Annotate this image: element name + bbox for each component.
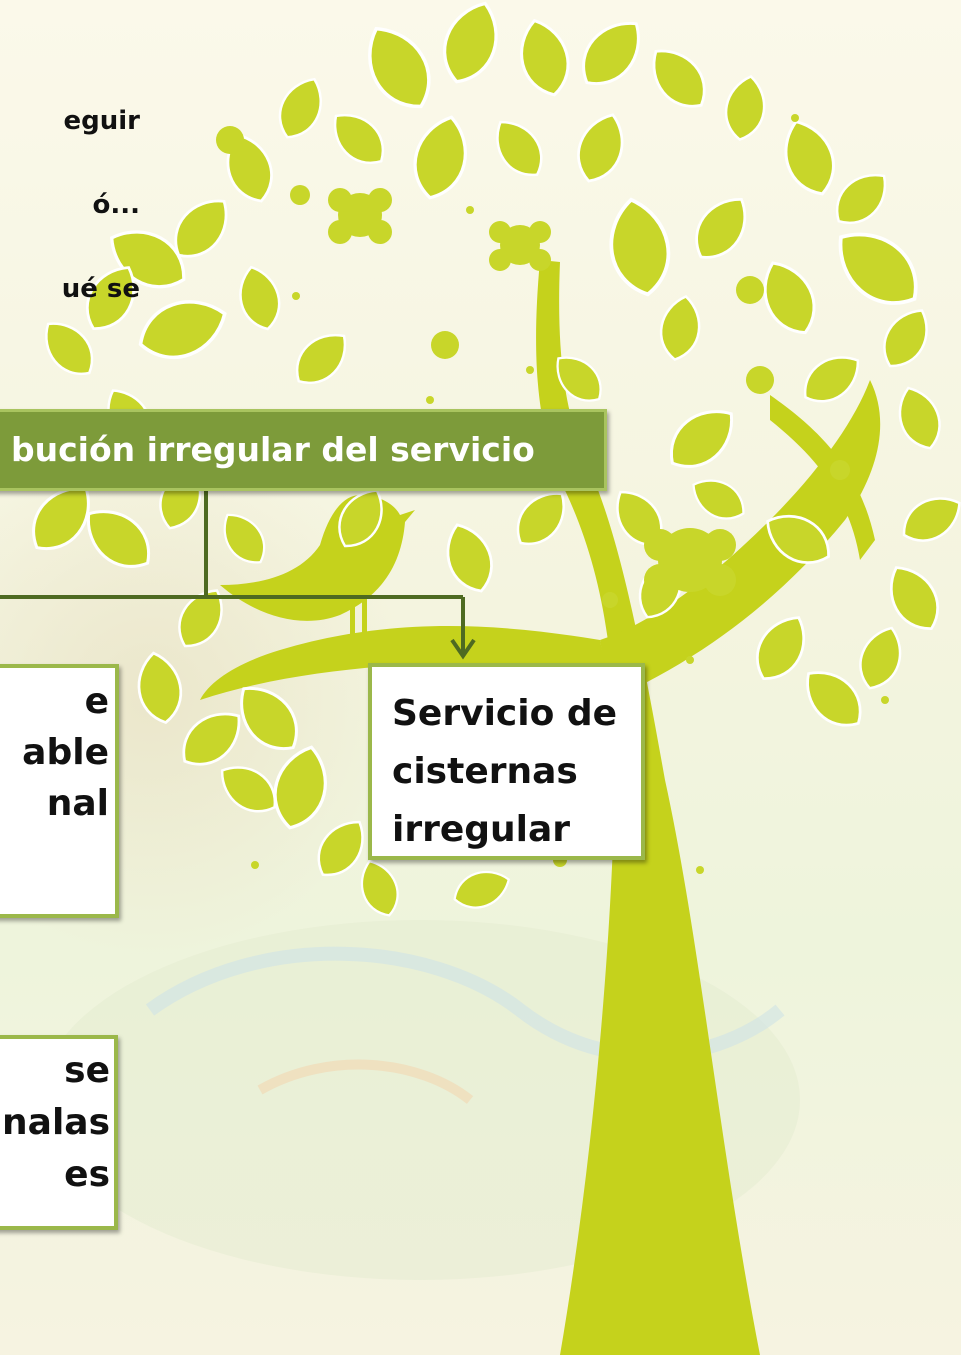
- cause-box-line: able: [22, 732, 109, 773]
- cause-box-line: Servicio de: [392, 693, 618, 734]
- tree-flowers: [216, 114, 889, 874]
- intro-line: ó...: [92, 190, 141, 220]
- main-problem-label: bución irregular del servicio: [11, 430, 535, 469]
- connector-lines: [0, 491, 476, 660]
- cause-box-line: cisternas: [392, 751, 578, 792]
- cause-box-line: se: [64, 1050, 110, 1091]
- cause-box-cisternas: Servicio de cisternas irregular: [368, 663, 645, 860]
- cause-box-left-top: e able nal: [0, 664, 119, 918]
- cause-box-line: es: [64, 1154, 110, 1195]
- cause-box-line: irregular: [392, 809, 571, 850]
- intro-text: eguir ó... ué se: [0, 58, 140, 352]
- cause-box-line: e: [84, 681, 109, 722]
- intro-line: eguir: [63, 106, 141, 136]
- cause-box-left-bottom: se nalas es: [0, 1035, 118, 1230]
- main-problem-box: bución irregular del servicio: [0, 409, 607, 491]
- cause-box-line: nalas: [2, 1102, 110, 1143]
- cause-box-line: nal: [46, 783, 109, 824]
- background-swirl: [257, 1059, 474, 1104]
- intro-line: ué se: [61, 274, 140, 304]
